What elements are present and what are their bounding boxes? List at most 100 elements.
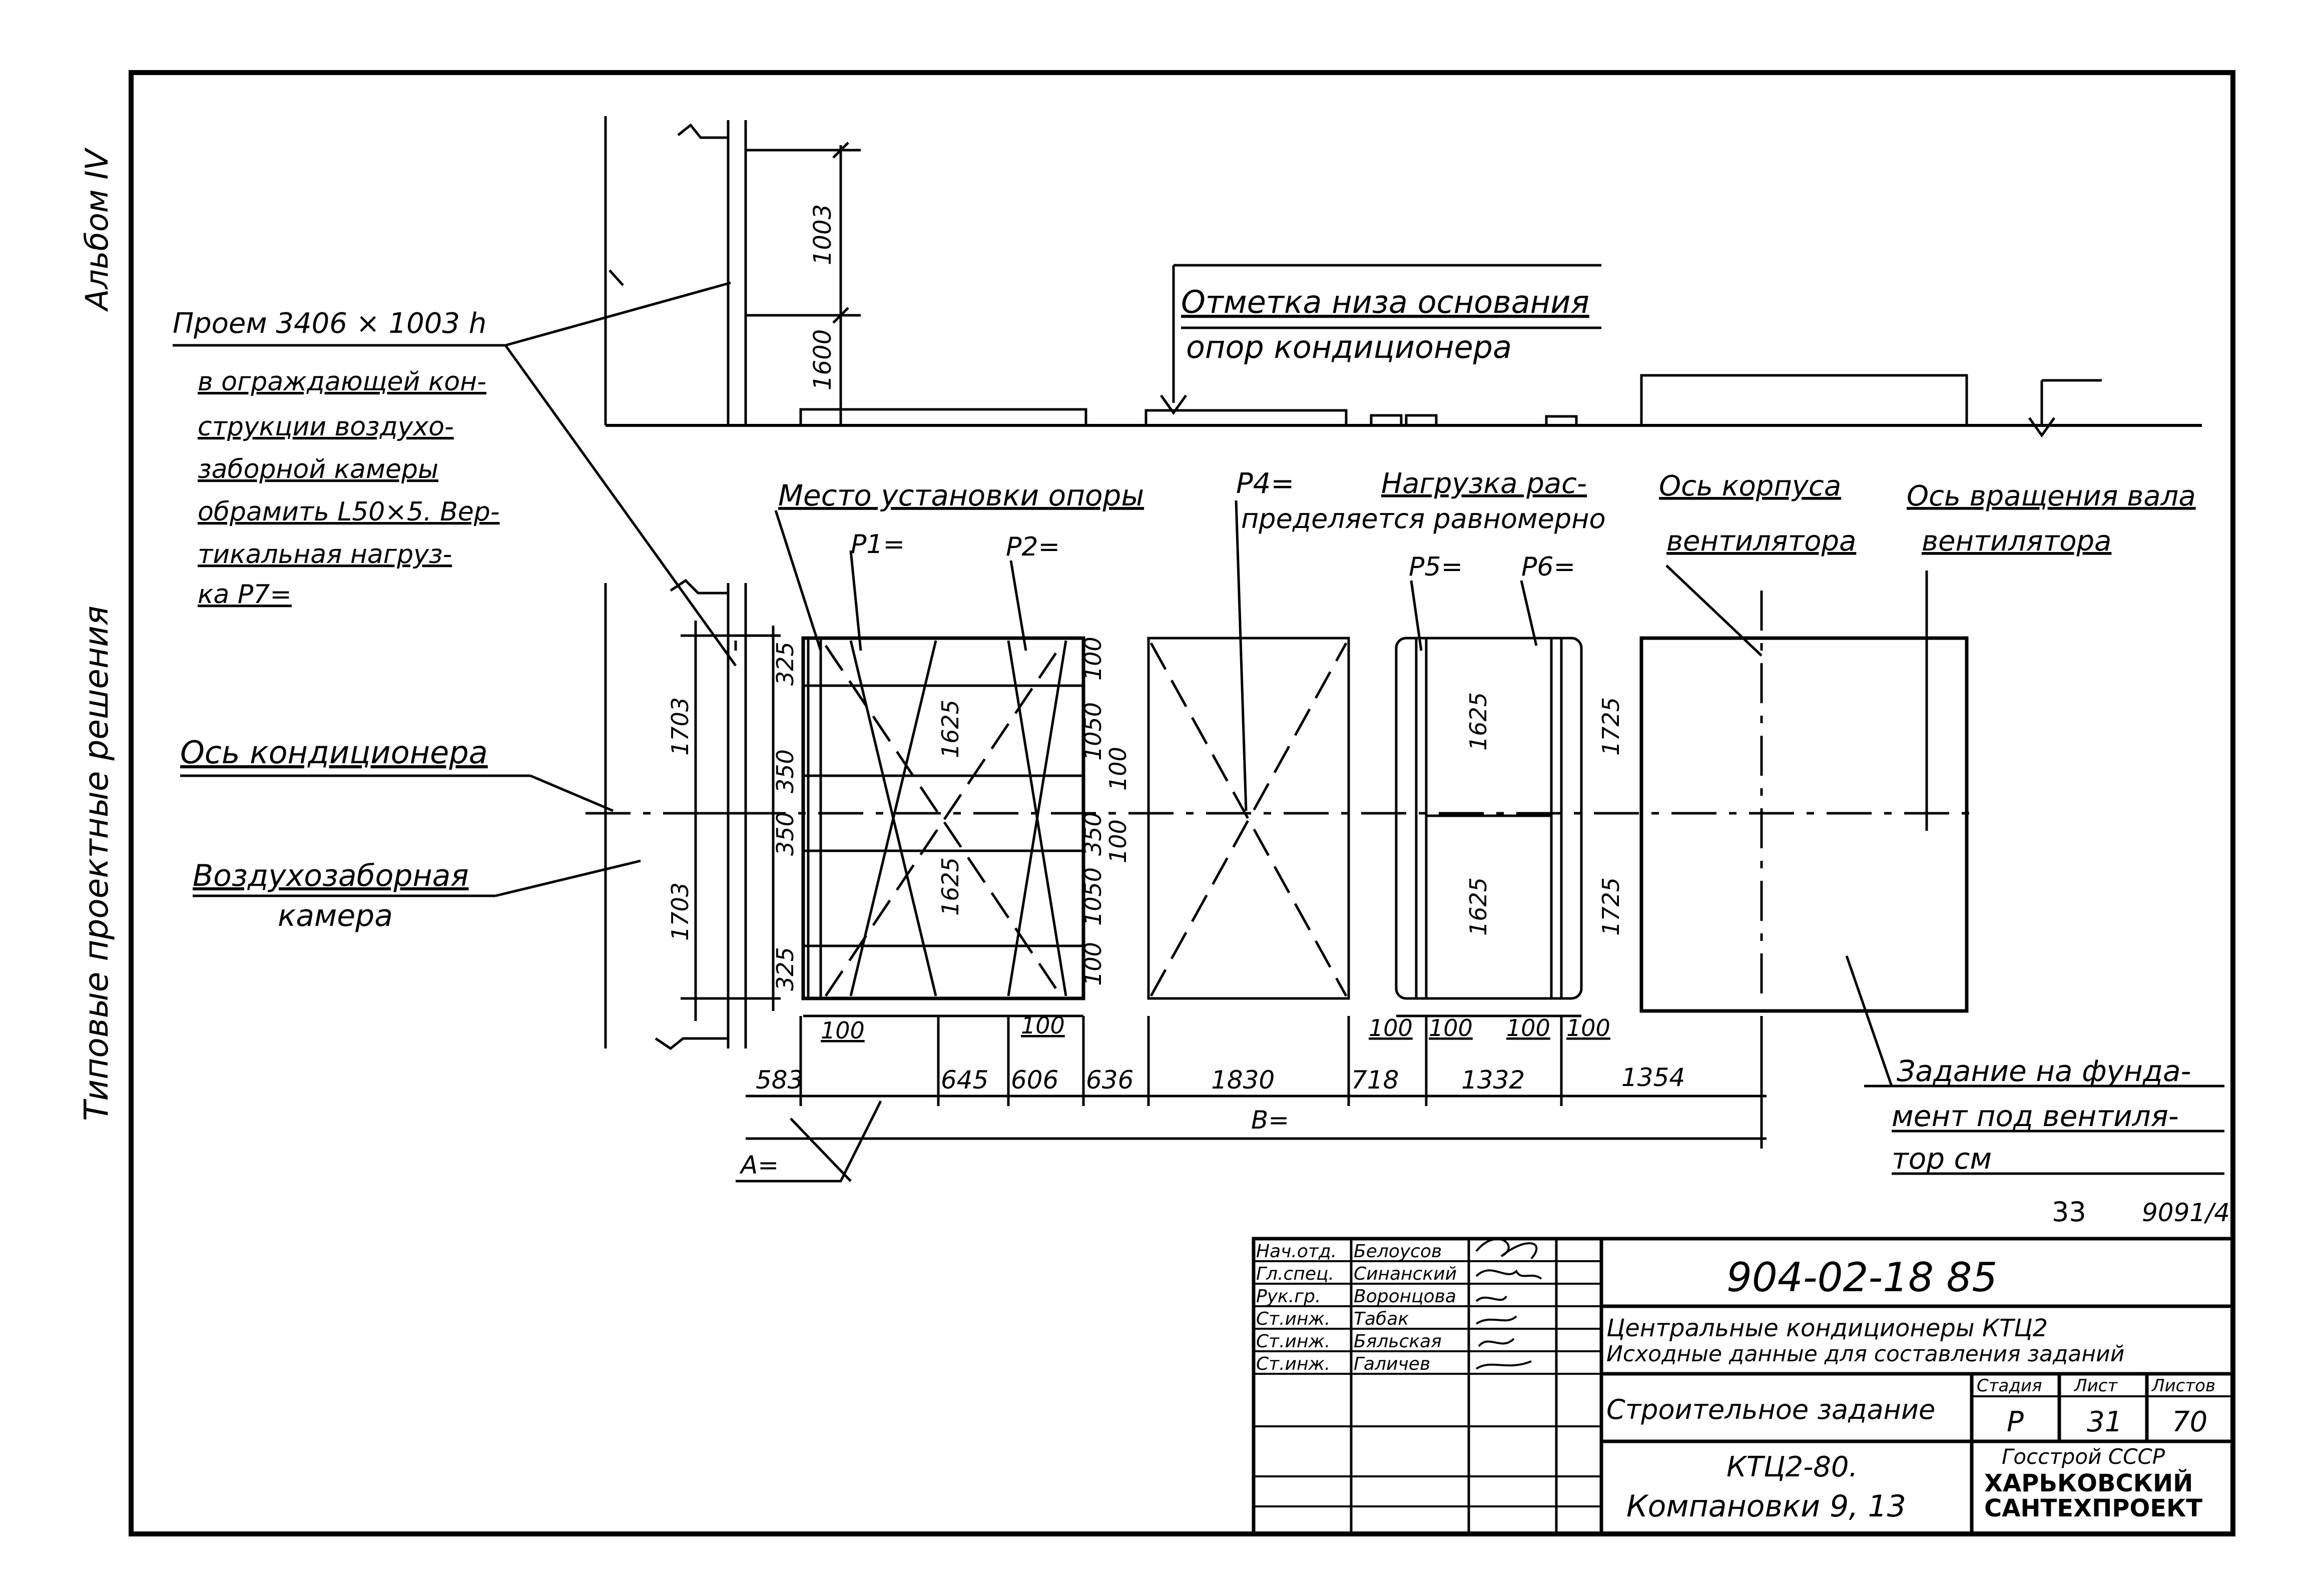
dim-325a: 325 bbox=[772, 642, 799, 686]
dim-606: 606 bbox=[1011, 1066, 1058, 1095]
stage-value: Р bbox=[2007, 1406, 2024, 1438]
dim-1625c: 1625 bbox=[1465, 692, 1492, 751]
bot-100c: 100 bbox=[1369, 1014, 1413, 1041]
tb-role-1: Гл.спец. bbox=[1256, 1264, 1334, 1284]
opening-note-1: Проем 3406 × 1003 h bbox=[173, 307, 486, 340]
tb-name-0: Белоусов bbox=[1354, 1241, 1442, 1262]
doc-number: 904-02-18 85 bbox=[1726, 1254, 1997, 1301]
opening-note-5: обрамить L50×5. Вер- bbox=[198, 497, 500, 527]
bot-100b: 100 bbox=[1021, 1012, 1065, 1039]
dim-583: 583 bbox=[756, 1066, 803, 1095]
title-block bbox=[1252, 1237, 2235, 1536]
dim-100b: 100 bbox=[1104, 747, 1131, 791]
foundation-note-3: тор см bbox=[1892, 1142, 1992, 1176]
body-axis-label-1: Ось корпуса bbox=[1659, 470, 1841, 502]
dim-645: 645 bbox=[941, 1066, 988, 1095]
dim-325b: 325 bbox=[772, 947, 799, 991]
tb-name-3: Табак bbox=[1354, 1309, 1409, 1329]
p2-label: P2= bbox=[1006, 532, 1060, 562]
opening-note-2: в ограждающей кон- bbox=[198, 367, 486, 397]
album-label: Альбом IV bbox=[79, 147, 115, 312]
dim-1625b: 1625 bbox=[937, 857, 964, 916]
support-place-label: Место установки опоры bbox=[778, 478, 1144, 512]
p5-label: P5= bbox=[1409, 552, 1463, 582]
org-1: Госстрой СССР bbox=[2002, 1444, 2165, 1469]
dim-1725b: 1725 bbox=[1597, 877, 1624, 936]
plan-view bbox=[586, 500, 2224, 1183]
bot-100f: 100 bbox=[1566, 1014, 1610, 1041]
tb-role-2: Рук.гр. bbox=[1256, 1286, 1321, 1307]
left-notes: Проем 3406 × 1003 h в ограждающей кон- с… bbox=[173, 307, 500, 933]
dim-1600: 1600 bbox=[809, 329, 837, 390]
opening-note-3: струкции воздухо- bbox=[198, 412, 454, 442]
sheet-value: 31 bbox=[2087, 1406, 2122, 1438]
dim-1050a: 1050 bbox=[1079, 702, 1106, 761]
col-sheets: Листов bbox=[2151, 1376, 2215, 1396]
p1-label: P1= bbox=[851, 529, 905, 560]
title-block-rows: Нач.отд. Белоусов Гл.спец. Синанский Рук… bbox=[1256, 1241, 1457, 1374]
tb-name-1: Синанский bbox=[1354, 1264, 1457, 1284]
foundation-note-2: мент под вентиля- bbox=[1892, 1099, 2179, 1133]
bot-100d: 100 bbox=[1429, 1014, 1473, 1041]
load-label-2: пределяется равномерно bbox=[1241, 503, 1606, 535]
col-stage: Стадия bbox=[1977, 1376, 2042, 1396]
plan-bottom-100s: 100 100 100 100 100 100 bbox=[821, 1012, 1610, 1044]
dim-636: 636 bbox=[1086, 1066, 1133, 1095]
tb-name-2: Воронцова bbox=[1354, 1286, 1456, 1307]
subject-2: Компановки 9, 13 bbox=[1626, 1489, 1906, 1524]
bot-100e: 100 bbox=[1506, 1014, 1550, 1041]
elevation-note-2: опор кондиционера bbox=[1186, 329, 1512, 365]
signature-scribbles bbox=[1475, 1238, 1542, 1370]
chamber-label-2: камера bbox=[278, 898, 393, 933]
tb-name-4: Бяльская bbox=[1354, 1331, 1442, 1352]
dim-a-total: A= bbox=[739, 1151, 779, 1180]
dim-350b: 350 bbox=[772, 812, 799, 856]
chamber-label-1: Воздухозаборная bbox=[193, 858, 469, 893]
shaft-axis-label-2: вентилятора bbox=[1922, 525, 2111, 558]
dim-1332: 1332 bbox=[1461, 1066, 1525, 1095]
elevation-note-1: Отметка низа основания bbox=[1181, 284, 1589, 320]
dim-100c: 100 bbox=[1104, 819, 1131, 863]
opening-note-4: заборной камеры bbox=[198, 454, 438, 484]
left-leaders bbox=[173, 281, 737, 897]
sheet-name: Строительное задание bbox=[1606, 1394, 1935, 1425]
dim-1830: 1830 bbox=[1211, 1066, 1275, 1095]
dim-1725a: 1725 bbox=[1597, 697, 1624, 756]
tb-name-5: Галичев bbox=[1354, 1354, 1430, 1374]
dim-1354: 1354 bbox=[1621, 1063, 1685, 1092]
dim-100d: 100 bbox=[1079, 942, 1106, 986]
org-3: САНТЕХПРОЕКТ bbox=[1984, 1494, 2202, 1522]
tb-role-0: Нач.отд. bbox=[1256, 1241, 1337, 1262]
page-number: 33 bbox=[2052, 1196, 2086, 1228]
doc-title-1: Центральные кондиционеры КТЦ2 bbox=[1606, 1314, 2048, 1342]
p4-label: P4= bbox=[1236, 467, 1294, 500]
doc-title-2: Исходные данные для составления заданий bbox=[1606, 1341, 2124, 1367]
tb-role-4: Ст.инж. bbox=[1256, 1331, 1330, 1352]
dim-350a: 350 bbox=[772, 749, 799, 793]
sheet-code: 9091/4 bbox=[2142, 1198, 2230, 1227]
elevation-view bbox=[604, 116, 2202, 438]
dim-1625d: 1625 bbox=[1465, 877, 1492, 936]
body-axis-label-2: вентилятора bbox=[1666, 525, 1856, 558]
dim-1050b: 1050 bbox=[1079, 867, 1106, 926]
col-sheet: Лист bbox=[2073, 1376, 2118, 1396]
axis-label: Ось кондиционера bbox=[180, 734, 488, 771]
foundation-note-1: Задание на фунда- bbox=[1897, 1054, 2191, 1088]
dim-1703a: 1703 bbox=[667, 697, 694, 756]
load-label-1: Нагрузка рас- bbox=[1381, 467, 1587, 500]
sheet-frame bbox=[129, 70, 2235, 1536]
shaft-axis-label-1: Ось вращения вала bbox=[1907, 480, 2196, 512]
dim-718: 718 bbox=[1351, 1066, 1399, 1095]
dim-100a: 100 bbox=[1079, 637, 1106, 681]
bot-100a: 100 bbox=[821, 1017, 865, 1044]
dim-1003: 1003 bbox=[809, 204, 837, 265]
opening-note-6: тикальная нагруз- bbox=[198, 540, 452, 570]
plan-dim-texts: 1703 1703 325 350 350 325 1625 1625 100 … bbox=[667, 637, 1624, 991]
dim-1625a: 1625 bbox=[937, 700, 964, 758]
dim-b-total: B= bbox=[1251, 1106, 1289, 1135]
dim-350c: 350 bbox=[1079, 812, 1106, 856]
p6-label: P6= bbox=[1521, 552, 1575, 582]
dim-1703b: 1703 bbox=[667, 882, 694, 941]
sheets-value: 70 bbox=[2172, 1406, 2207, 1438]
